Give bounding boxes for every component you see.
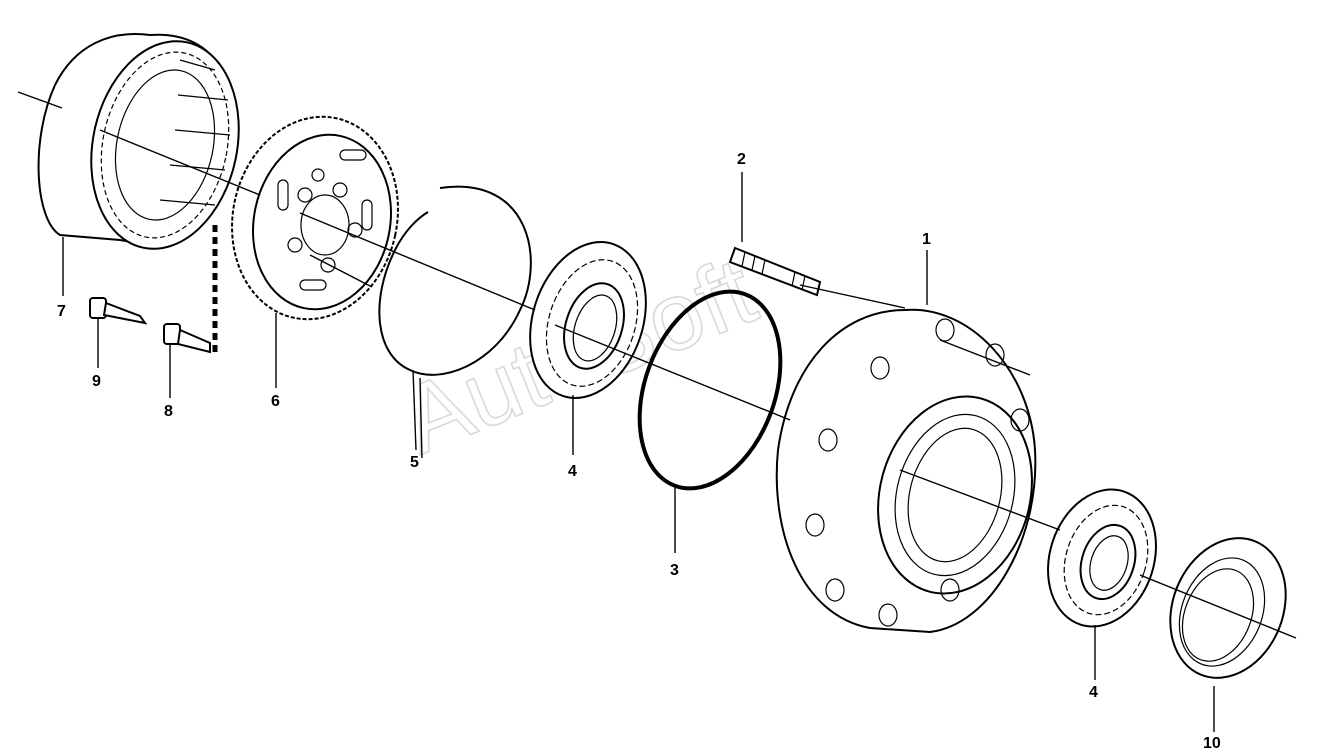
callout-2: 2 bbox=[737, 151, 746, 168]
callout-6: 6 bbox=[271, 393, 280, 410]
shaft-seal-part bbox=[1169, 537, 1287, 679]
spacer-part bbox=[163, 323, 211, 354]
wheel-hub-part bbox=[775, 308, 1037, 634]
callout-7: 7 bbox=[57, 303, 66, 320]
callout-9: 9 bbox=[92, 373, 101, 390]
callout-10: 10 bbox=[1203, 735, 1221, 752]
axis-lines bbox=[17, 91, 1297, 639]
stud-part bbox=[728, 246, 822, 297]
callout-3: 3 bbox=[670, 562, 679, 579]
bolt-part bbox=[89, 297, 148, 325]
gear-carrier-part bbox=[231, 115, 399, 321]
callout-5: 5 bbox=[410, 454, 419, 471]
callout-4-left: 4 bbox=[568, 463, 577, 480]
snap-ring-part bbox=[378, 185, 532, 376]
callout-8: 8 bbox=[164, 403, 173, 420]
ring-gear-part bbox=[37, 33, 240, 250]
callout-4-right: 4 bbox=[1089, 684, 1098, 701]
callout-leaders bbox=[62, 172, 1215, 732]
bearing-right-part bbox=[1047, 488, 1157, 628]
callout-1: 1 bbox=[922, 231, 931, 248]
